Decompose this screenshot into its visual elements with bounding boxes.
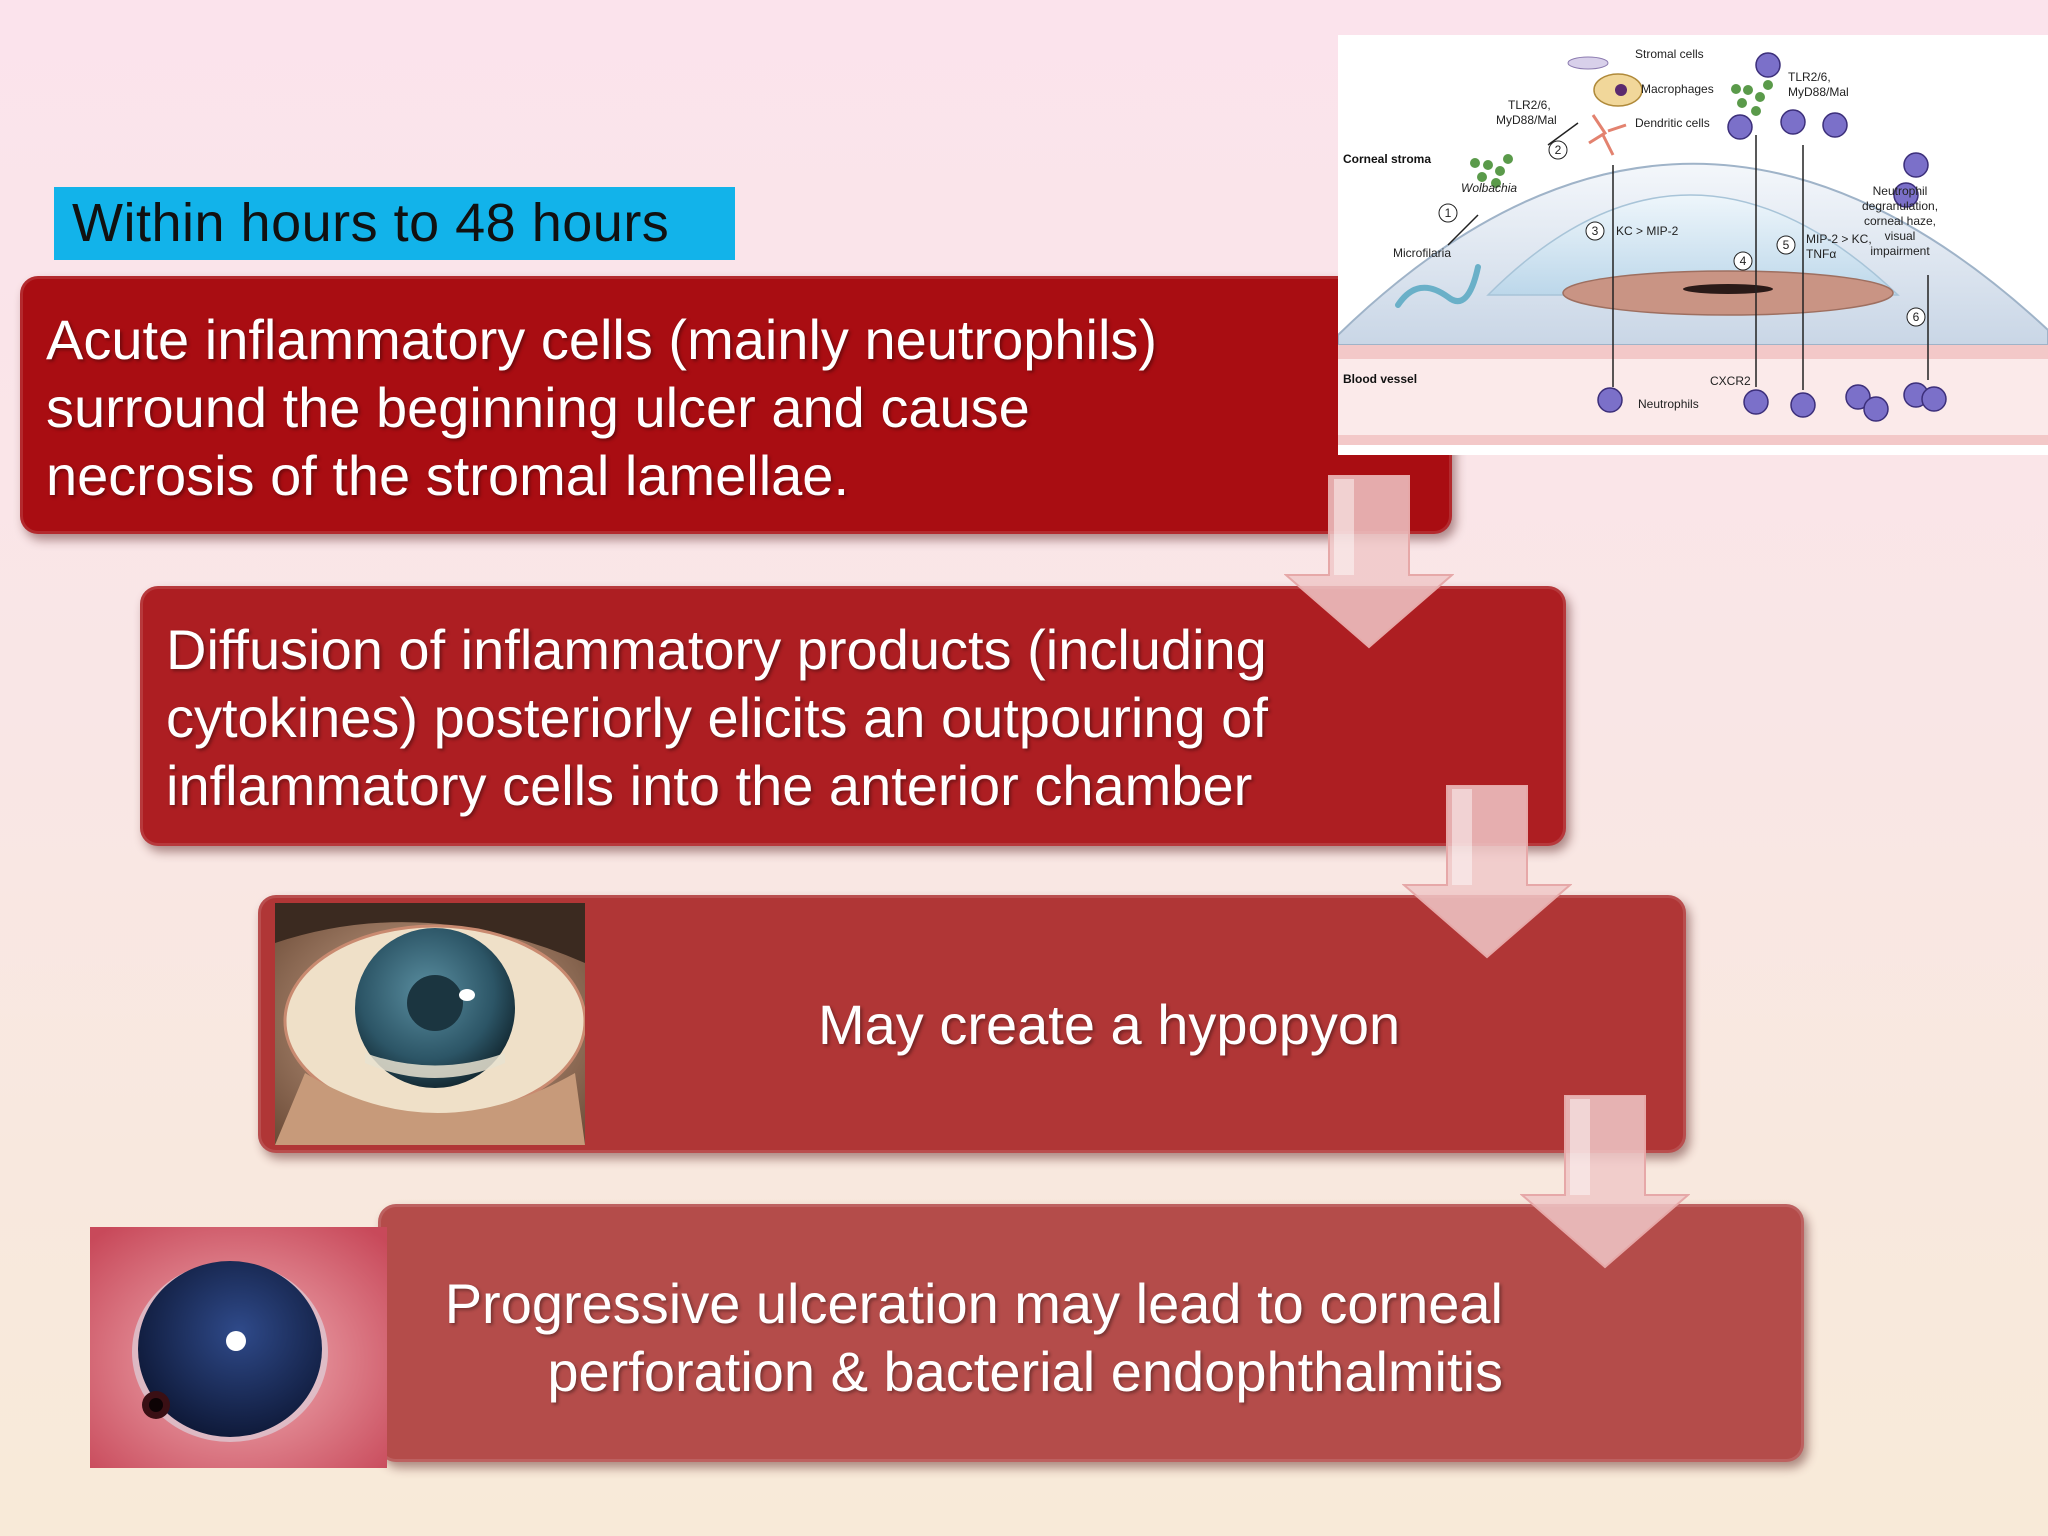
label-tnfa: TNFα — [1806, 247, 1836, 261]
label-macrophages: Macrophages — [1641, 82, 1714, 96]
label-tlr-right-1: TLR2/6, — [1788, 70, 1831, 84]
label-neutrophil-3: corneal haze, — [1864, 214, 1936, 228]
label-tlr-left-1: TLR2/6, — [1508, 98, 1551, 112]
label-tlr-right-2: MyD88/Mal — [1788, 85, 1849, 99]
time-label: Within hours to 48 hours — [54, 187, 735, 260]
label-blood-vessel: Blood vessel — [1343, 372, 1417, 386]
diagram-step-6: 6 — [1913, 310, 1920, 324]
step-box-2: Diffusion of inflammatory products (incl… — [140, 586, 1566, 846]
diagram-step-3: 3 — [1592, 224, 1599, 238]
diagram-step-1: 1 — [1445, 206, 1452, 220]
label-neutrophils: Neutrophils — [1638, 397, 1699, 411]
diagram-step-2: 2 — [1555, 143, 1562, 157]
diagram-step-5: 5 — [1783, 238, 1790, 252]
down-arrow-icon — [1284, 475, 1454, 649]
label-microfilaria: Microfilaria — [1393, 246, 1451, 260]
label-dendritic-cells: Dendritic cells — [1635, 116, 1710, 130]
label-neutrophil-2: degranulation, — [1862, 199, 1938, 213]
step-box-4: Progressive ulceration may lead to corne… — [378, 1204, 1804, 1462]
label-corneal-stroma: Corneal stroma — [1343, 152, 1431, 166]
diagram-step-4: 4 — [1740, 254, 1747, 268]
step-box-1: Acute inflammatory cells (mainly neutrop… — [20, 276, 1452, 534]
corneal-inflammation-diagram: 1 2 3 4 5 6 Stromal cells Macrophages De… — [1338, 35, 2048, 455]
down-arrow-icon — [1402, 785, 1572, 959]
label-tlr-left-2: MyD88/Mal — [1496, 113, 1557, 127]
label-wolbachia: Wolbachia — [1461, 181, 1517, 195]
down-arrow-icon — [1520, 1095, 1690, 1269]
label-mip2-kc: MIP-2 > KC, — [1806, 232, 1872, 246]
step-4-text: Progressive ulceration may lead to corne… — [444, 1272, 1503, 1403]
perforation-eye-photo — [90, 1227, 387, 1468]
step-3-text: May create a hypopyon — [818, 993, 1401, 1056]
label-cxcr2: CXCR2 — [1710, 374, 1751, 388]
label-kc-mip2: KC > MIP-2 — [1616, 224, 1679, 238]
label-stromal-cells: Stromal cells — [1635, 47, 1704, 61]
label-neutrophil-4: visual — [1885, 229, 1916, 243]
hypopyon-eye-photo — [275, 903, 585, 1145]
step-2-text: Diffusion of inflammatory products (incl… — [166, 618, 1268, 817]
label-neutrophil-5: impairment — [1870, 244, 1930, 258]
label-neutrophil-1: Neutrophil — [1873, 184, 1928, 198]
step-1-text: Acute inflammatory cells (mainly neutrop… — [46, 308, 1158, 507]
